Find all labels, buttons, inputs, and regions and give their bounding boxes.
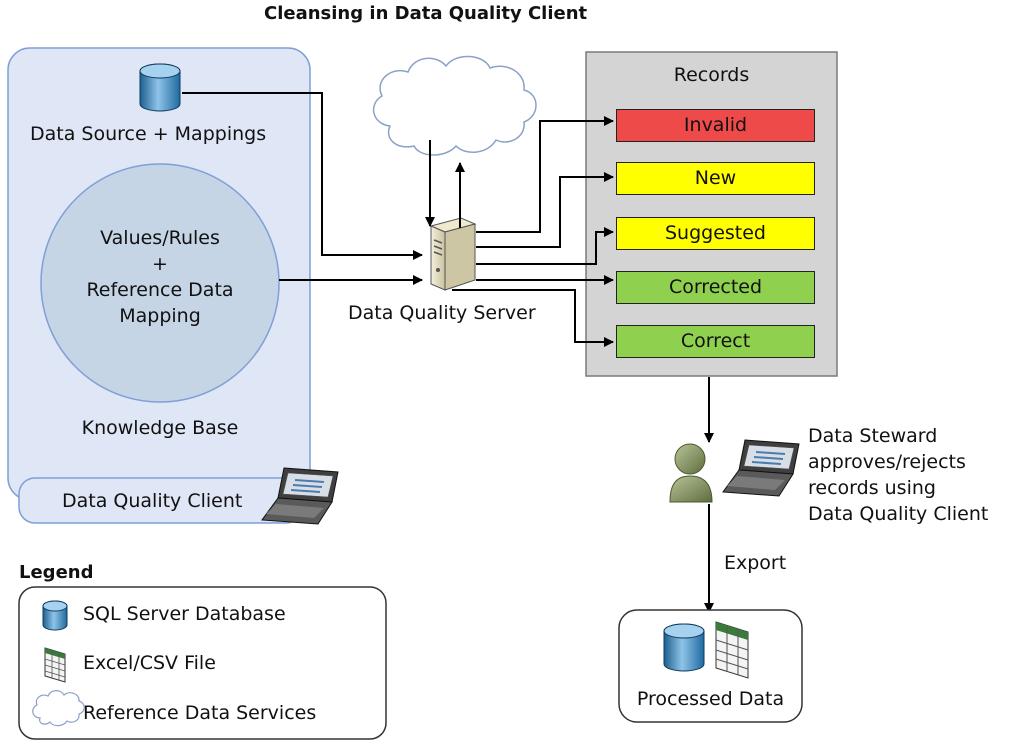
record-new: New <box>616 162 815 195</box>
steward-line-1: Data Steward <box>808 425 938 447</box>
kb-line-3: Reference Data <box>86 279 234 301</box>
legend-cloud-label: Reference Data Services <box>83 702 317 724</box>
person-icon <box>669 443 713 503</box>
legend-spreadsheet-label: Excel/CSV File <box>83 652 216 674</box>
steward-laptop-icon <box>722 439 800 497</box>
steward-line-3: records using <box>808 477 936 499</box>
steward-line-4: Data Quality Client <box>808 503 989 525</box>
record-suggested: Suggested <box>616 217 815 250</box>
kb-line-4: Mapping <box>119 305 201 327</box>
diagram-title: Cleansing in Data Quality Client <box>264 3 588 24</box>
record-invalid: Invalid <box>616 109 815 142</box>
legend-spreadsheet-icon <box>44 647 66 683</box>
records-panel <box>585 51 838 377</box>
legend-cloud-icon <box>32 690 85 727</box>
record-corrected: Corrected <box>616 271 815 304</box>
knowledge-base-circle <box>40 163 280 403</box>
laptop-icon <box>261 467 339 525</box>
database-icon <box>139 63 181 112</box>
cloud-icon <box>372 55 537 156</box>
connector-to-new <box>476 172 614 248</box>
connector-source-to-server <box>182 92 423 260</box>
processed-database-icon <box>663 623 705 672</box>
legend-database-icon <box>42 600 68 631</box>
kb-line-2: + <box>152 253 168 275</box>
records-title: Records <box>673 64 750 86</box>
client-label: Data Quality Client <box>62 490 243 512</box>
connector-to-suggested <box>476 227 614 265</box>
export-label: Export <box>724 552 787 574</box>
legend-database-label: SQL Server Database <box>83 603 286 625</box>
processed-data-label: Processed Data <box>636 688 785 710</box>
kb-line-1: Values/Rules <box>100 227 220 249</box>
legend-box <box>18 586 387 740</box>
steward-line-2: approves/rejects <box>808 451 966 473</box>
connector-to-invalid <box>476 116 614 233</box>
server-icon <box>429 217 477 291</box>
connector-to-correct <box>452 289 614 347</box>
legend-title: Legend <box>19 562 94 583</box>
processed-spreadsheet-icon <box>715 621 749 679</box>
data-source-label: Data Source + Mappings <box>30 123 267 145</box>
server-label: Data Quality Server <box>348 302 536 324</box>
record-correct: Correct <box>616 325 815 358</box>
knowledge-base-label: Knowledge Base <box>81 417 239 439</box>
